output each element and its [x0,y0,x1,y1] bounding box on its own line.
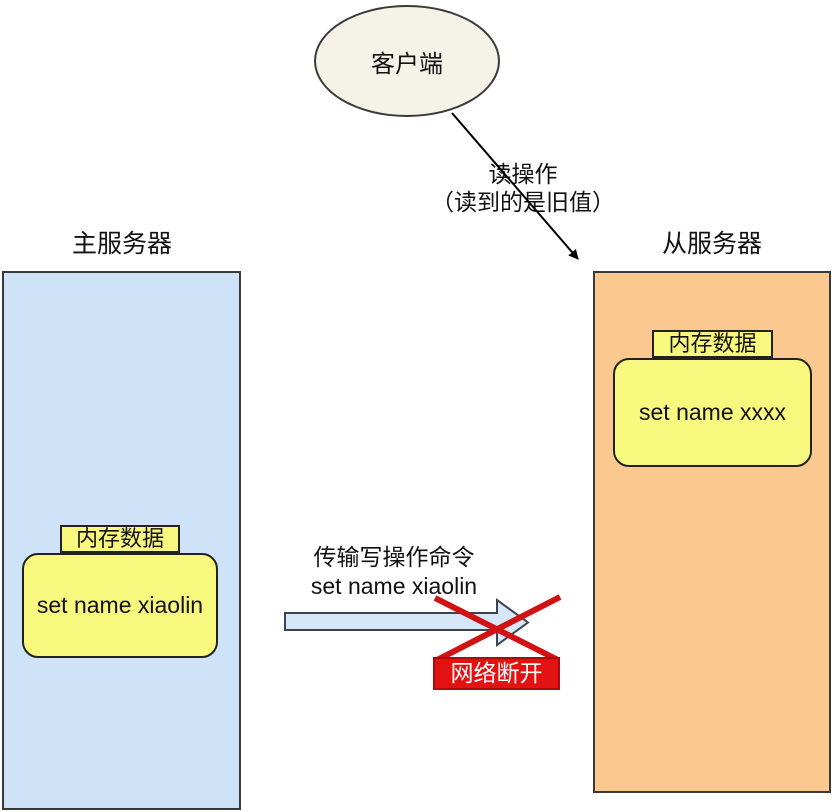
client-node: 客户端 [314,5,500,117]
read-label-line1: 读操作 [488,161,558,187]
transfer-label-line1: 传输写操作命令 [313,544,475,570]
slave-memory-label: 内存数据 [652,330,773,358]
transfer-arrow [284,598,530,647]
master-memory-data: set name xiaolin [22,553,218,658]
client-label: 客户端 [371,50,443,78]
slave-memory-value: set name xxxx [639,399,786,425]
slave-memory-data: set name xxxx [613,358,812,467]
read-arrow-label: 读操作 （读到的是旧值） [408,160,638,216]
read-label-line2: （读到的是旧值） [431,189,615,215]
transfer-arrow-label: 传输写操作命令 set name xiaolin [284,543,504,601]
master-server-title: 主服务器 [71,230,172,258]
network-broken-badge: 网络断开 [433,657,560,690]
master-memory-label: 内存数据 [60,525,180,553]
transfer-label-line2: set name xiaolin [310,573,478,599]
master-memory-value: set name xiaolin [36,592,204,618]
network-cross-icon [433,594,562,663]
slave-server-title: 从服务器 [661,230,762,258]
